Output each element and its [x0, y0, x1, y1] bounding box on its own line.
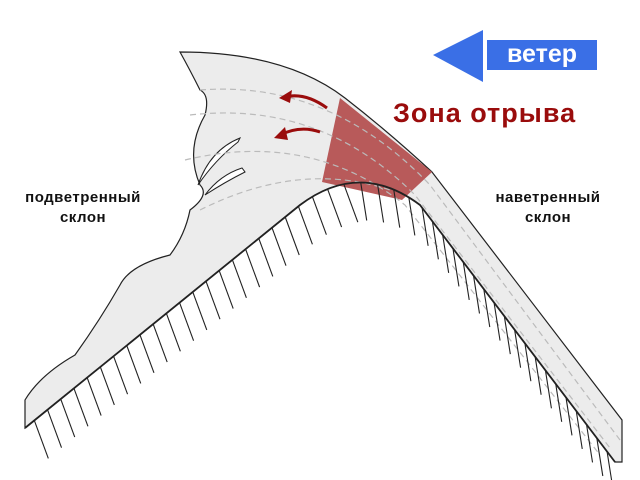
hatch-line [503, 316, 511, 355]
hatch-line [179, 302, 195, 341]
hatch-line [231, 259, 247, 299]
arrowhead-2 [274, 127, 288, 140]
windward-slope-label: наветренный склон [478, 188, 618, 228]
hatch-line [555, 383, 563, 422]
arrowhead-1 [279, 90, 292, 103]
hatch-line [377, 184, 385, 223]
hatch-line [408, 197, 416, 236]
hatch-line [33, 420, 49, 459]
hatch-line [514, 329, 522, 368]
hatch-line [113, 356, 129, 395]
hatch-line [360, 182, 368, 221]
separation-zone [322, 98, 432, 200]
leeward-slope-label: подветренный склон [8, 188, 158, 228]
hatch-line [421, 207, 429, 246]
hatch-line [544, 370, 552, 409]
snow-cornice-layer [24, 51, 623, 463]
hatch-line [327, 188, 343, 228]
hatch-line [205, 281, 221, 320]
hatch-line [472, 275, 481, 314]
crack-1 [197, 137, 242, 186]
wind-arrow-head [433, 30, 483, 82]
hatch-line [86, 377, 102, 416]
hatch-line [271, 227, 287, 266]
hatch-line [311, 196, 327, 235]
hatch-line [343, 183, 359, 223]
hatch-line [575, 410, 583, 450]
leeward-line1: подветренный [25, 189, 141, 206]
hatch-line [393, 189, 401, 228]
hatch-line [483, 288, 491, 328]
hatch-line [442, 234, 450, 273]
hatch-line [165, 313, 181, 352]
hatch-line [431, 221, 439, 260]
wind-label: ветер [487, 40, 597, 70]
hatch-line [534, 356, 542, 395]
flow-lines [184, 88, 621, 456]
hatch-line [192, 291, 208, 331]
windward-line2: склон [524, 209, 572, 226]
leeward-line2: склон [59, 209, 107, 226]
hatch-line [245, 248, 261, 288]
hatch-line [462, 261, 470, 301]
hatch-line [152, 323, 168, 363]
hatch-line [565, 397, 573, 436]
hatch-line [297, 206, 313, 245]
hatch-line [218, 270, 234, 309]
hatch-line [284, 216, 300, 256]
windward-line1: наветренный [495, 189, 601, 206]
hatch-line [452, 248, 460, 287]
hatch-line [126, 345, 142, 384]
crack-2 [204, 167, 246, 196]
hatch-line [606, 451, 613, 480]
hatch-line [596, 437, 604, 477]
ground-hatching [33, 182, 613, 480]
hatch-line [139, 334, 155, 373]
arrowheads [274, 90, 292, 140]
hatch-line [585, 424, 594, 463]
hatch-line [524, 343, 532, 382]
hatch-line [258, 238, 274, 277]
hatch-line [60, 398, 76, 438]
hatch-line [99, 366, 115, 406]
hatch-line [73, 388, 89, 427]
ground-line [24, 181, 616, 463]
separation-zone-label: Зона отрыва [393, 98, 577, 128]
hatch-line [47, 409, 63, 448]
hatch-line [493, 302, 501, 341]
